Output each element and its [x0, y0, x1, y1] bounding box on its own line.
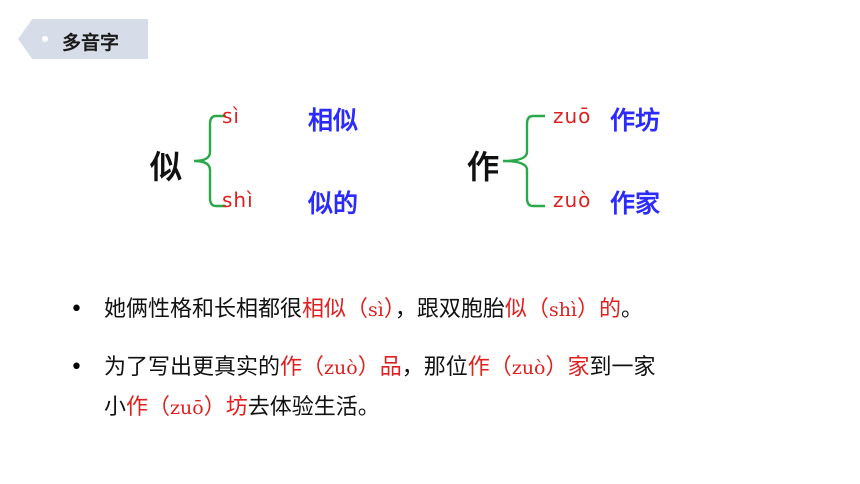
- sentence-item: •为了写出更真实的作（zuò）品，那位作（zuò）家到一家小作（zuō）坊去体验…: [70, 348, 830, 428]
- inline-pinyin: shì: [548, 299, 578, 321]
- sentence-text: ，跟双胞胎: [394, 297, 505, 322]
- highlighted-text: ）: [357, 355, 380, 380]
- bullet-icon: •: [70, 297, 83, 322]
- sentence-text: ，那位: [401, 355, 468, 380]
- highlighted-text: （: [148, 395, 171, 420]
- pinyin-reading: zuò: [553, 188, 592, 212]
- example-word: 似的: [308, 189, 359, 218]
- highlighted-text: （: [489, 355, 512, 380]
- highlighted-text: 相似: [302, 297, 347, 322]
- example-word: 作家: [610, 189, 661, 218]
- sentence-text: 小: [104, 395, 127, 420]
- highlighted-text: 坊: [225, 395, 248, 420]
- inline-pinyin: zuò: [324, 357, 358, 379]
- inline-pinyin: sì: [368, 299, 384, 321]
- sentence-text: 她俩性格和长相都很: [104, 297, 303, 322]
- example-word: 相似: [308, 106, 359, 135]
- highlighted-text: 似: [504, 297, 527, 322]
- highlighted-text: ）: [577, 297, 600, 322]
- highlighted-text: 作: [126, 395, 149, 420]
- highlighted-text: 作: [280, 355, 303, 380]
- highlighted-text: （: [346, 297, 369, 322]
- highlighted-text: 家: [567, 355, 590, 380]
- highlighted-text: （: [302, 355, 325, 380]
- highlighted-text: （: [526, 297, 549, 322]
- highlighted-text: 品: [379, 355, 402, 380]
- bullet-icon: •: [70, 355, 83, 380]
- brace-icon: [502, 114, 545, 208]
- sentence-line: 小作（zuō）坊去体验生活。: [104, 388, 830, 428]
- tag-hole-icon: [42, 36, 48, 42]
- sentence-text: 为了写出更真实的: [104, 355, 281, 380]
- inline-pinyin: zuò: [511, 357, 546, 379]
- head-character: 似: [150, 148, 183, 186]
- pinyin-reading: shì: [222, 188, 254, 212]
- pinyin-reading: sì: [222, 104, 240, 128]
- highlighted-text: 的: [599, 297, 622, 322]
- section-tag-label: 多音字: [62, 32, 120, 54]
- sentence-line: 她俩性格和长相都很相似（sì），跟双胞胎似（shì）的。: [104, 290, 830, 330]
- section-tag: 多音字: [18, 19, 148, 59]
- head-character: 作: [467, 148, 500, 186]
- example-word: 作坊: [610, 106, 661, 135]
- example-sentences: •她俩性格和长相都很相似（sì），跟双胞胎似（shì）的。•为了写出更真实的作（…: [70, 290, 830, 446]
- sentence-text: 去体验生活。: [247, 395, 380, 420]
- highlighted-text: ）: [383, 297, 395, 322]
- highlighted-text: ）: [545, 355, 568, 380]
- highlighted-text: ）: [203, 395, 226, 420]
- pinyin-reading: zuō: [553, 104, 592, 128]
- brace-icon: [193, 114, 226, 208]
- sentence-line: 为了写出更真实的作（zuò）品，那位作（zuò）家到一家: [104, 348, 830, 388]
- sentence-text: 到一家: [589, 355, 656, 380]
- sentence-item: •她俩性格和长相都很相似（sì），跟双胞胎似（shì）的。: [70, 290, 830, 330]
- sentence-text: 。: [621, 297, 644, 322]
- inline-pinyin: zuō: [170, 397, 204, 419]
- highlighted-text: 作: [467, 355, 490, 380]
